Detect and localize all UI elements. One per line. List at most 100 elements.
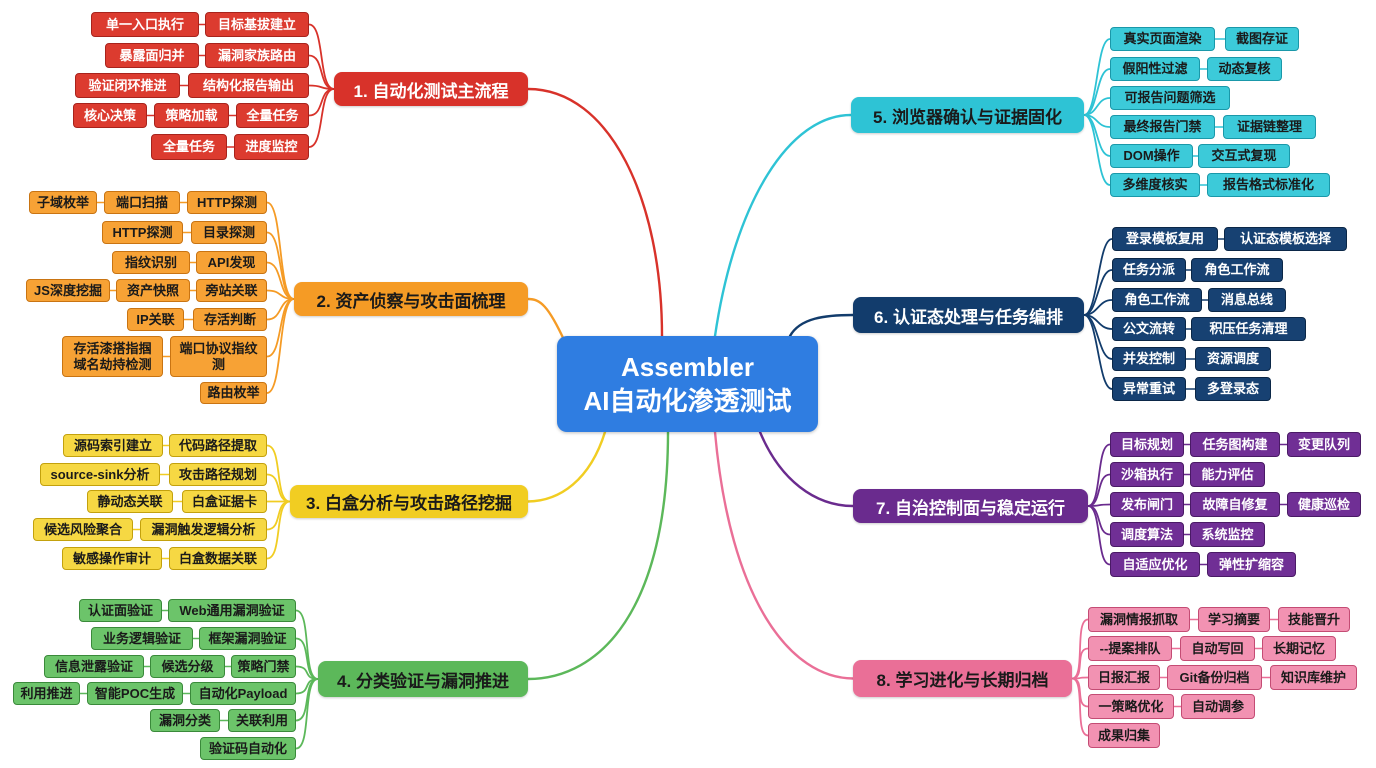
center-link-1 — [526, 87, 664, 338]
center-link-6 — [788, 313, 855, 338]
branch-2-leaf: 端口协议指纹 测 — [170, 336, 267, 377]
branch-5-leaf: 最终报告门禁 — [1110, 115, 1215, 139]
branch-6-link — [1083, 314, 1113, 390]
branch-2-leaf: 目录探测 — [191, 221, 267, 244]
branch-5-leaf: 报告格式标准化 — [1207, 173, 1330, 197]
branch-2-leaf: 存活漆搭指掴 域名劫持检测 — [62, 336, 163, 377]
branch-3-leaf: source-sink分析 — [40, 463, 160, 486]
branch-node-5: 5. 浏览器确认与证据固化 — [851, 97, 1084, 133]
center-link-4 — [526, 430, 670, 681]
branch-7-leaf: 目标规划 — [1110, 432, 1184, 457]
branch-4-leaf: 关联利用 — [228, 709, 296, 732]
branch-1-link — [308, 88, 335, 148]
branch-2-leaf: 存活判断 — [193, 308, 267, 331]
branch-4-leaf: 自动化Payload — [190, 682, 296, 705]
center-link-5 — [713, 113, 853, 338]
branch-8-leaf: Git备份归档 — [1167, 665, 1262, 690]
branch-2-leaf: 端口扫描 — [104, 191, 180, 214]
branch-7-leaf: 能力评估 — [1190, 462, 1265, 487]
central-title: Assembler — [621, 352, 754, 382]
branch-2-leaf: HTTP探测 — [187, 191, 267, 214]
branch-8-leaf: 漏洞情报抓取 — [1088, 607, 1190, 632]
branch-6-leaf: 登录模板复用 — [1112, 227, 1218, 251]
branch-1-leaf: 目标基拔建立 — [205, 12, 309, 37]
branch-6-link — [1083, 269, 1113, 316]
central-subtitle: AI自动化渗透测试 — [583, 386, 792, 416]
branch-8-leaf: 自动调参 — [1181, 694, 1255, 719]
branch-1-leaf: 全量任务 — [236, 103, 309, 128]
branch-7-leaf: 健康巡检 — [1287, 492, 1361, 517]
branch-2-leaf: JS深度挖掘 — [26, 279, 110, 302]
branch-2-leaf: HTTP探测 — [102, 221, 183, 244]
branch-4-link — [295, 609, 319, 680]
branch-5-leaf: 可报告问题筛选 — [1110, 86, 1230, 110]
branch-6-leaf: 消息总线 — [1208, 288, 1286, 312]
branch-4-leaf: Web通用漏洞验证 — [168, 599, 296, 622]
branch-5-leaf: 多维度核实 — [1110, 173, 1200, 197]
branch-1-link — [308, 88, 335, 117]
branch-4-leaf: 漏洞分类 — [150, 709, 220, 732]
branch-7-link — [1087, 505, 1111, 566]
branch-1-leaf: 单一入口执行 — [91, 12, 199, 37]
branch-3-leaf: 漏洞触发逻辑分析 — [140, 518, 267, 541]
branch-7-leaf: 调度算法 — [1110, 522, 1184, 547]
branch-6-leaf: 资源调度 — [1195, 347, 1271, 371]
branch-5-leaf: 假阳性过滤 — [1110, 57, 1200, 81]
center-link-3 — [526, 430, 607, 503]
branch-6-leaf: 公文流转 — [1112, 317, 1186, 341]
branch-1-leaf: 暴露面归并 — [105, 43, 199, 68]
branch-6-link — [1083, 238, 1113, 316]
branch-7-leaf: 系统监控 — [1190, 522, 1265, 547]
branch-6-leaf: 并发控制 — [1112, 347, 1186, 371]
center-link-8 — [713, 430, 855, 680]
branch-4-leaf: 业务逻辑验证 — [91, 627, 193, 650]
branch-3-leaf: 白盒证据卡 — [182, 490, 267, 513]
branch-8-leaf: 日报汇报 — [1088, 665, 1160, 690]
branch-6-leaf: 任务分派 — [1112, 258, 1186, 282]
branch-1-leaf: 验证闭环推进 — [75, 73, 180, 98]
branch-4-leaf: 验证码自动化 — [200, 737, 296, 760]
branch-5-leaf: 截图存证 — [1225, 27, 1299, 51]
branch-7-leaf: 弹性扩缩容 — [1207, 552, 1296, 577]
branch-1-leaf: 进度监控 — [234, 134, 309, 160]
branch-5-leaf: 动态复核 — [1207, 57, 1282, 81]
branch-1-leaf: 策略加载 — [154, 103, 229, 128]
branch-8-leaf: 长期记忆 — [1262, 636, 1336, 661]
branch-4-leaf: 框架漏洞验证 — [199, 627, 296, 650]
branch-node-2: 2. 资产侦察与攻击面梳理 — [294, 282, 528, 316]
branch-4-leaf: 信息泄露验证 — [44, 655, 144, 678]
central-node: Assembler AI自动化渗透测试 — [557, 336, 818, 432]
branch-2-leaf: 路由枚举 — [200, 382, 267, 404]
branch-4-leaf: 利用推进 — [13, 682, 80, 705]
branch-3-link — [266, 500, 291, 560]
branch-2-leaf: API发现 — [196, 251, 267, 274]
branch-8-leaf: 知识库维护 — [1270, 665, 1357, 690]
branch-7-leaf: 沙箱执行 — [1110, 462, 1184, 487]
branch-2-leaf: 指纹识别 — [112, 251, 190, 274]
branch-4-leaf: 候选分级 — [150, 655, 225, 678]
branch-2-leaf: 旁站关联 — [196, 279, 267, 302]
branch-6-leaf: 角色工作流 — [1191, 258, 1283, 282]
branch-4-leaf: 智能POC生成 — [87, 682, 183, 705]
branch-7-leaf: 变更队列 — [1287, 432, 1361, 457]
branch-2-link — [266, 298, 295, 394]
branch-node-8: 8. 学习进化与长期归档 — [853, 660, 1072, 697]
branch-4-leaf: 策略门禁 — [231, 655, 296, 678]
branch-2-link — [266, 231, 295, 300]
branch-node-6: 6. 认证态处理与任务编排 — [853, 297, 1084, 333]
branch-2-leaf: IP关联 — [127, 308, 184, 331]
branch-6-leaf: 积压任务清理 — [1191, 317, 1306, 341]
branch-2-leaf: 子域枚举 — [29, 191, 97, 214]
branch-3-leaf: 源码索引建立 — [63, 434, 163, 457]
branch-4-leaf: 认证面验证 — [79, 599, 162, 622]
branch-3-leaf: 敏感操作审计 — [62, 547, 162, 570]
branch-5-link — [1083, 114, 1111, 186]
branch-8-link — [1071, 677, 1089, 737]
branch-6-leaf: 认证态模板选择 — [1224, 227, 1347, 251]
center-link-2 — [526, 297, 567, 344]
branch-5-leaf: 证据链整理 — [1223, 115, 1316, 139]
branch-7-leaf: 自适应优化 — [1110, 552, 1200, 577]
branch-6-leaf: 角色工作流 — [1112, 288, 1202, 312]
